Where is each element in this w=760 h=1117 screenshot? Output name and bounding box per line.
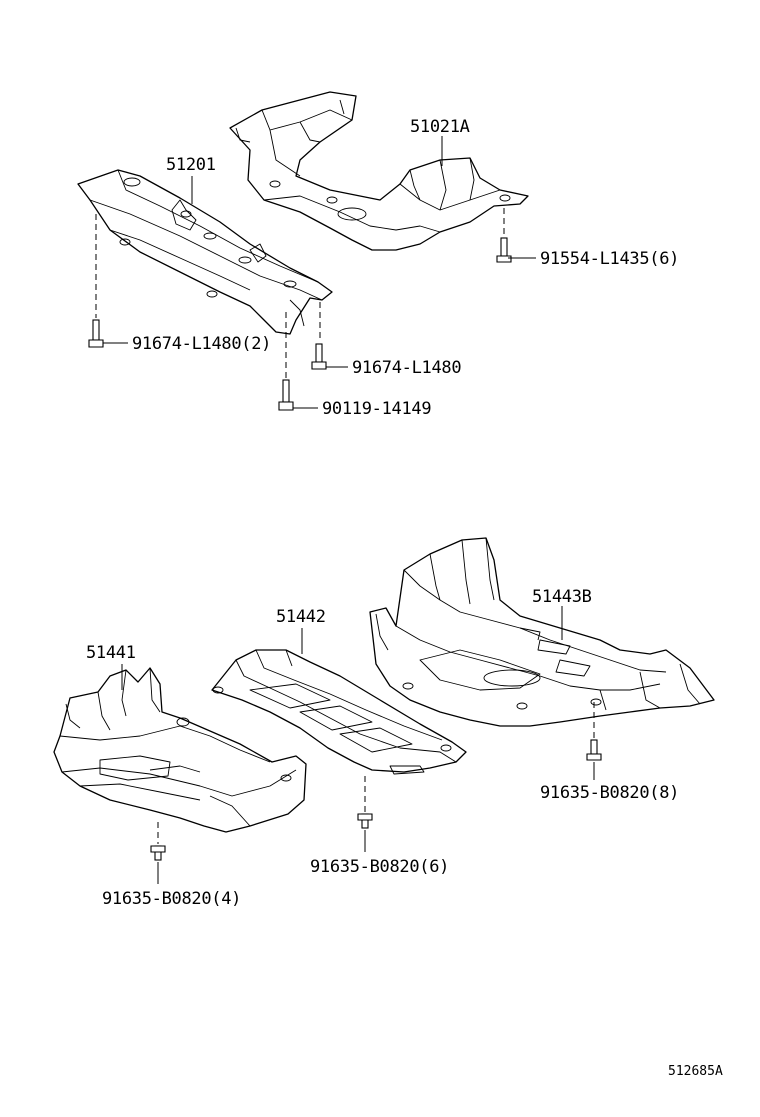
part-51441-drawing (53, 667, 307, 833)
label-part-51442: 51442 (276, 607, 326, 627)
label-fastener-90119: 90119-14149 (322, 399, 431, 419)
label-part-51441: 51441 (86, 643, 136, 663)
label-fastener-91554: 91554-L1435(6) (540, 249, 679, 269)
part-51442-drawing (211, 649, 467, 775)
part-51021a-drawing (229, 91, 529, 251)
bolt-91674-pair (88, 319, 104, 348)
bolt-91635-front (150, 845, 166, 861)
label-fastener-91635-4: 91635-B0820(4) (102, 889, 241, 909)
label-fastener-91674-2: 91674-L1480(2) (132, 334, 271, 354)
label-part-51443b: 51443B (532, 587, 592, 607)
label-fastener-91674: 91674-L1480 (352, 358, 461, 378)
bolt-91554 (496, 237, 512, 263)
label-fastener-91635-8: 91635-B0820(8) (540, 783, 679, 803)
bolt-91635-center (357, 813, 373, 829)
part-51201-drawing (77, 169, 333, 335)
diagram-reference-code: 512685A (668, 1064, 723, 1079)
bolt-91674-single (311, 343, 327, 370)
part-51443b-drawing (369, 537, 715, 727)
install-lines (95, 208, 595, 844)
label-part-51201: 51201 (166, 155, 216, 175)
leader-lines (103, 136, 595, 884)
bolt-91635-rear (586, 739, 602, 761)
label-fastener-91635-6: 91635-B0820(6) (310, 857, 449, 877)
bolt-90119 (278, 379, 294, 411)
label-part-51021a: 51021A (410, 117, 470, 137)
